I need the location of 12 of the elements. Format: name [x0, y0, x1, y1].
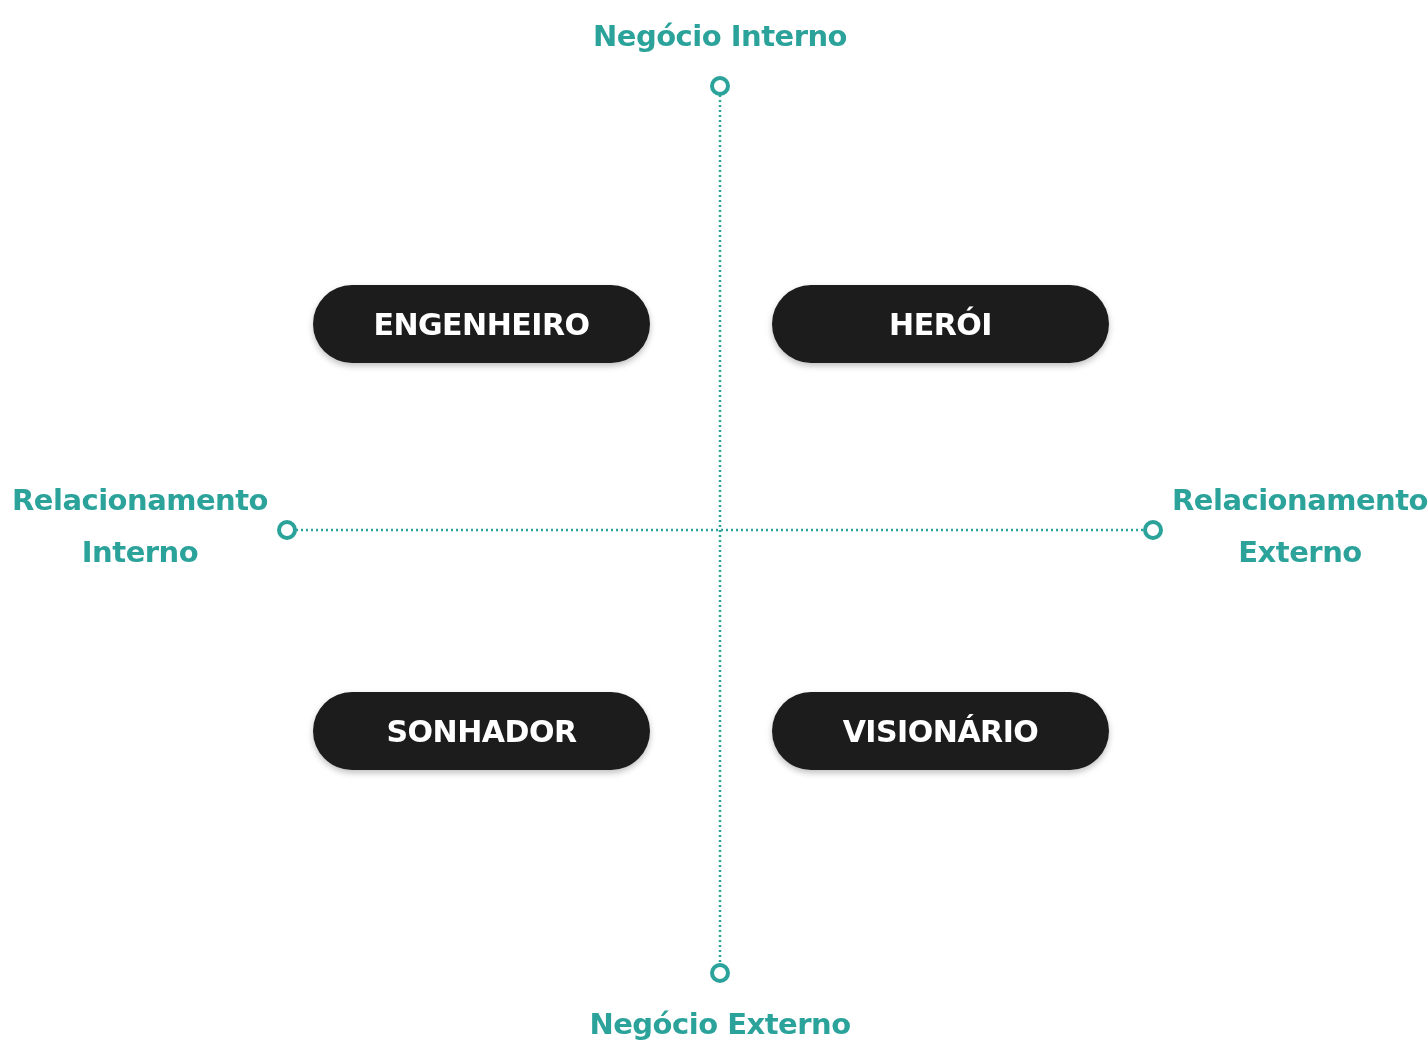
- role-label: HERÓI: [889, 306, 992, 342]
- axis-label: Negócio Interno: [591, 18, 849, 55]
- axis-label: Relacionamento Interno: [10, 482, 270, 571]
- role-pill: [313, 285, 650, 363]
- axis-label: Negócio Externo: [588, 1006, 852, 1043]
- role-pill: [772, 285, 1109, 363]
- role-label: VISIONÁRIO: [842, 713, 1039, 749]
- role-pill: [772, 692, 1109, 770]
- axis-label: Relacionamento Externo: [1170, 482, 1428, 571]
- role-pill: [313, 692, 650, 770]
- role-label: SONHADOR: [386, 713, 577, 749]
- role-label: ENGENHEIRO: [373, 306, 590, 342]
